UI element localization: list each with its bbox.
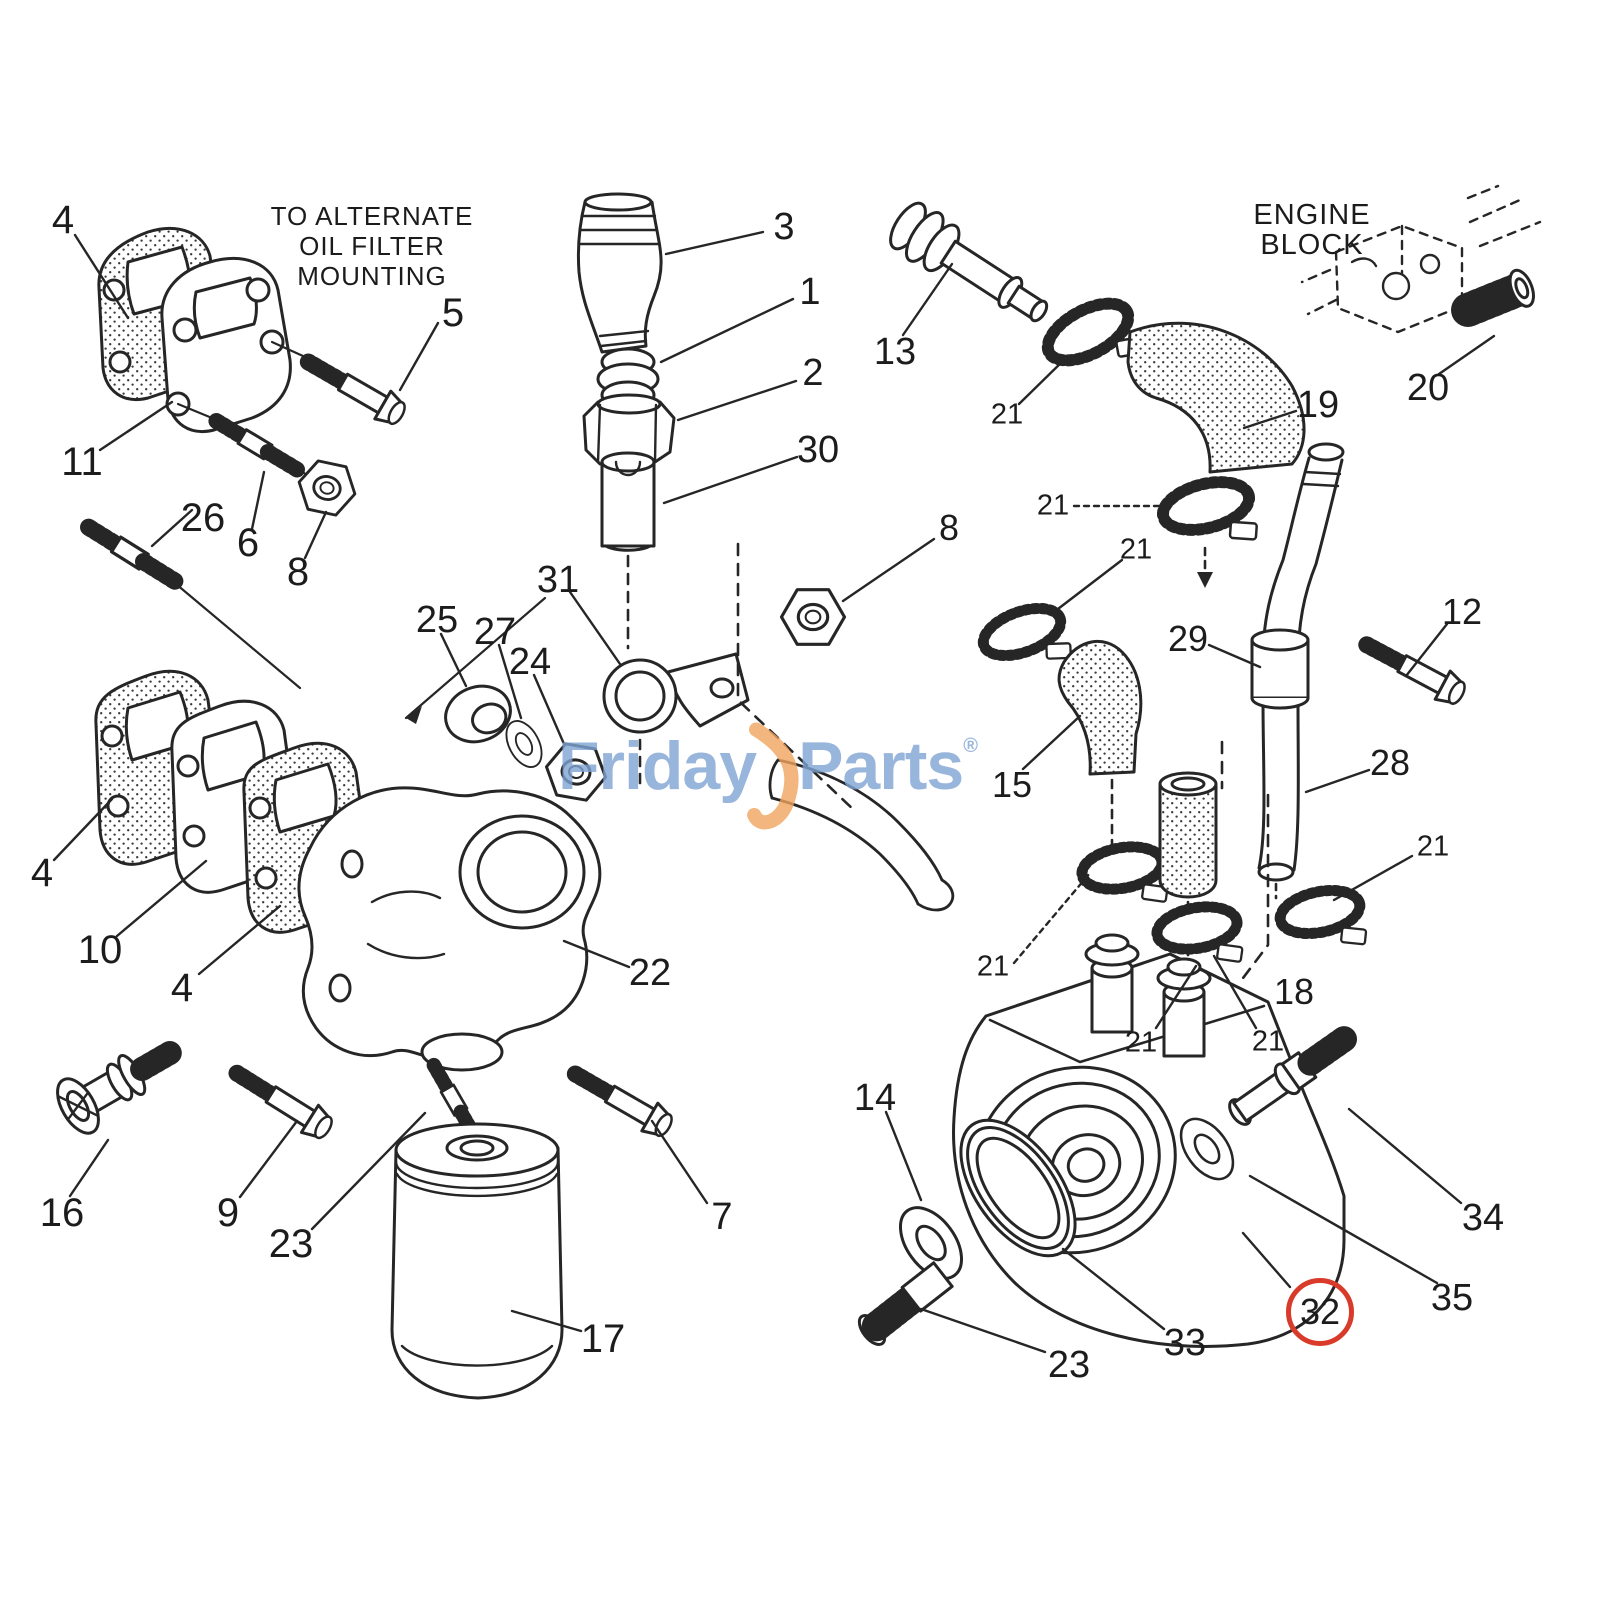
part-callout: 9 <box>216 1191 240 1235</box>
part-callout: 29 <box>1167 618 1209 659</box>
part-cooler-port-left <box>1084 933 1140 1034</box>
alternate-mounting-note-line2: OIL FILTER <box>299 231 445 261</box>
part-callout: 15 <box>991 764 1033 805</box>
leader-lines <box>52 230 1496 1354</box>
part-callout: 5 <box>441 291 465 335</box>
part-callout: 16 <box>39 1191 85 1235</box>
part-callout: 33 <box>1163 1322 1207 1364</box>
part-drain-valve-16 <box>56 1041 182 1135</box>
part-callout: 4 <box>170 966 194 1010</box>
cutline-center <box>736 542 858 814</box>
part-clamp-bracket-31 <box>602 652 750 734</box>
alternate-mounting-note: TO ALTERNATE OIL FILTER MOUNTING <box>271 201 474 291</box>
engine-block-note-line1: ENGINE <box>1253 199 1371 231</box>
part-bushing-25 <box>444 684 512 744</box>
part-cover-plate-11 <box>160 257 292 433</box>
part-callout: 17 <box>580 1317 626 1361</box>
part-callout: 10 <box>77 928 123 972</box>
part-nipple-23 <box>857 1261 954 1346</box>
part-plug-20 <box>1451 268 1535 327</box>
part-union-nut-2 <box>582 393 676 466</box>
part-callout: 7 <box>711 1196 733 1238</box>
part-oil-filter-17 <box>390 1122 564 1400</box>
part-callout: 11 <box>61 440 103 484</box>
part-hose-18 <box>1158 771 1218 899</box>
part-callout: 8 <box>938 507 960 548</box>
part-callout: 21 <box>1119 533 1153 566</box>
part-callout-highlighted: 32 <box>1286 1278 1354 1346</box>
part-callout: 34 <box>1461 1197 1505 1239</box>
part-callout: 3 <box>773 206 795 248</box>
part-hose-15 <box>1057 640 1143 776</box>
part-callout: 2 <box>802 352 824 394</box>
part-callout: 27 <box>473 611 517 653</box>
part-callout: 1 <box>799 271 821 313</box>
part-callout: 6 <box>236 521 260 565</box>
part-tube-30 <box>600 451 656 552</box>
part-callout: 23 <box>1047 1344 1091 1386</box>
part-callout: 30 <box>796 429 840 471</box>
part-callout: 21 <box>1124 1026 1158 1059</box>
part-callout: 8 <box>286 550 310 594</box>
engine-block-note-line2: BLOCK <box>1260 229 1364 261</box>
part-filter-head-22 <box>297 786 602 1072</box>
part-callout: 21 <box>1416 830 1450 863</box>
part-callout: 21 <box>1251 1025 1285 1058</box>
part-callout: 4 <box>30 851 54 895</box>
alternate-mounting-note-line3: MOUNTING <box>297 261 447 291</box>
engine-block-sketch <box>1300 184 1542 334</box>
part-fitting-13 <box>889 201 1049 323</box>
part-callout: 12 <box>1441 591 1483 632</box>
part-callout: 23 <box>268 1222 314 1266</box>
part-callout: 25 <box>415 599 459 641</box>
flow-arrowhead-19 <box>1197 572 1213 588</box>
part-hose-19 <box>1126 321 1306 474</box>
part-callout: 4 <box>51 198 75 242</box>
part-callout: 28 <box>1369 742 1411 783</box>
part-callout: 18 <box>1273 971 1315 1012</box>
part-sleeve-29 <box>1250 628 1310 710</box>
cutline-18 <box>1238 793 1270 984</box>
part-callout: 19 <box>1296 384 1340 426</box>
part-callout: 26 <box>180 496 226 540</box>
engine-block-note: ENGINE BLOCK <box>1253 200 1370 260</box>
part-callout: 21 <box>976 950 1010 983</box>
part-callout: 24 <box>508 641 552 683</box>
part-seal-33 <box>959 1118 1077 1258</box>
part-callout: 31 <box>536 559 580 601</box>
alternate-mounting-note-line1: TO ALTERNATE <box>270 201 474 231</box>
part-callout: 22 <box>628 952 672 994</box>
part-fitting-34 <box>1228 1025 1358 1126</box>
part-callout: 13 <box>873 331 917 373</box>
part-callout: 20 <box>1406 367 1450 409</box>
part-callout: 21 <box>990 398 1024 431</box>
part-callout: 21 <box>1036 489 1070 522</box>
part-callout: 35 <box>1430 1277 1474 1319</box>
part-callout: 14 <box>853 1077 897 1119</box>
construction-arrow <box>404 596 547 724</box>
